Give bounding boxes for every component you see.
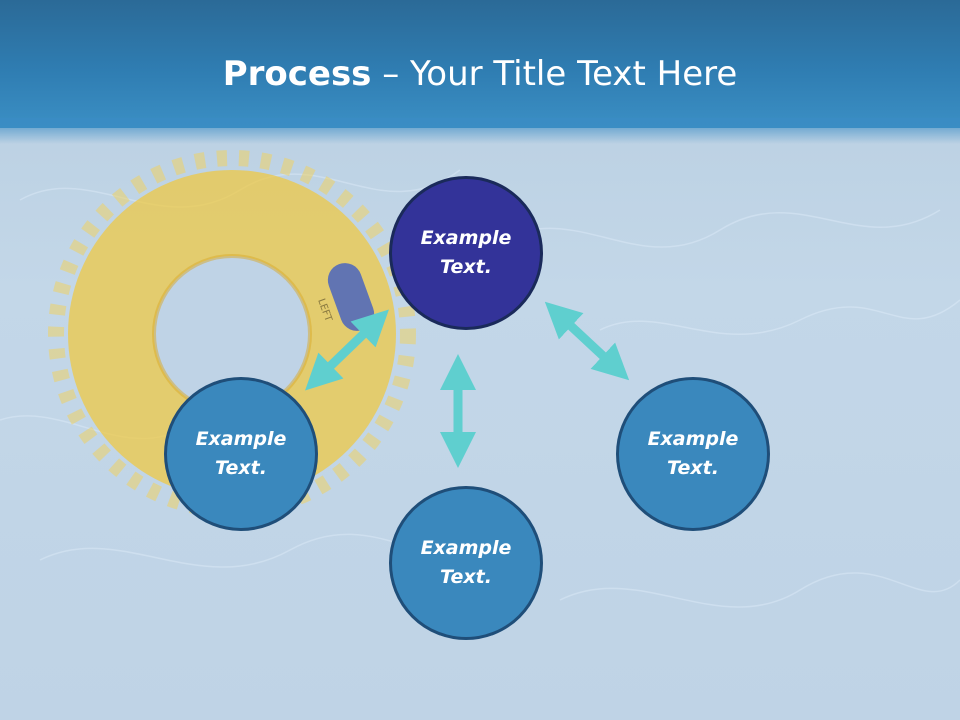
process-node-center[interactable]: Example Text. [389, 176, 543, 330]
node-center-label: Example Text. [420, 227, 512, 278]
process-node-left[interactable]: Example Text. [164, 377, 318, 531]
node-left-label: Example Text. [195, 428, 287, 479]
title-bold: Process [222, 54, 372, 94]
title-bar-fade [0, 118, 960, 144]
arrow-center-right [544, 301, 630, 381]
process-node-right[interactable]: Example Text. [616, 377, 770, 531]
arrow-left-center [305, 309, 389, 391]
node-bottom-label: Example Text. [420, 537, 512, 588]
title-rest: – Your Title Text Here [371, 54, 738, 94]
node-right-label: Example Text. [647, 428, 739, 479]
process-node-bottom[interactable]: Example Text. [389, 486, 543, 640]
title-bar [0, 0, 960, 128]
page-title: Process – Your Title Text Here [0, 52, 960, 96]
